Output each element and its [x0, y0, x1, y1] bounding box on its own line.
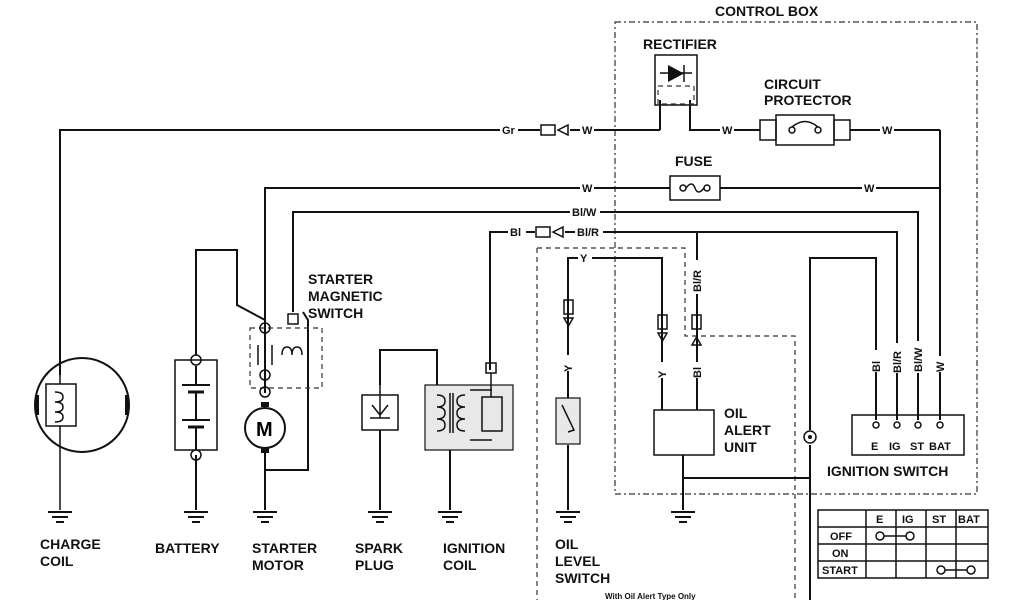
ignition-coil-label-1: IGNITION [443, 540, 505, 556]
footnote: With Oil Alert Type Only [605, 592, 696, 600]
wire-label-w: W [722, 125, 733, 137]
table-col-st: ST [932, 514, 946, 526]
circuit-protector-icon [759, 114, 851, 146]
vertical-wire-labels: Y Y Bl Bl/R Bl Bl/R Bl/W W [562, 260, 947, 378]
oil-alert-label-3: UNIT [724, 439, 757, 455]
wire-label-bl: Bl [510, 227, 521, 239]
control-box-title: CONTROL BOX [715, 3, 819, 19]
connector-icons [535, 123, 703, 346]
svg-text:Bl/W: Bl/W [913, 347, 925, 372]
starter-switch-label-1: STARTER [308, 271, 373, 287]
spark-plug-icon [361, 385, 399, 431]
svg-text:Y: Y [657, 370, 669, 378]
terminal-ig: IG [889, 441, 901, 453]
wire-bl [489, 231, 535, 370]
terminal-st: ST [910, 441, 924, 453]
spark-plug-label-2: PLUG [355, 557, 394, 573]
wire-label-w: W [582, 183, 593, 195]
table-col-bat: BAT [958, 514, 980, 526]
fuse-icon [669, 175, 721, 201]
starter-magnetic-switch-icon [249, 313, 323, 389]
spark-plug-label-1: SPARK [355, 540, 403, 556]
wire-battery-pos [195, 249, 266, 355]
battery-label: BATTERY [155, 540, 220, 556]
ignition-coil-icon [424, 362, 514, 451]
connector-e-icon [803, 430, 817, 444]
svg-text:Bl/R: Bl/R [692, 270, 704, 292]
wire-label-y: Y [580, 253, 588, 265]
charge-coil-label-2: COIL [40, 553, 74, 569]
terminal-bat: BAT [929, 441, 951, 453]
wire-w-fuse [264, 187, 670, 320]
wire-spark [379, 349, 438, 385]
wire-e [809, 257, 877, 430]
charge-coil-icon [34, 357, 130, 510]
ignition-coil-label-2: COIL [443, 557, 477, 573]
oil-alert-region [537, 247, 796, 600]
wire-label-gr: Gr [502, 125, 516, 137]
starter-motor-label-2: MOTOR [252, 557, 304, 573]
wire-y [567, 257, 663, 410]
rectifier-label: RECTIFIER [643, 36, 717, 52]
ground-icons [48, 511, 695, 523]
terminal-e: E [871, 441, 878, 453]
table-col-ig: IG [902, 514, 914, 526]
oil-level-switch-icon [555, 397, 581, 445]
ignition-switch-icon [851, 414, 965, 456]
ignition-switch-label: IGNITION SWITCH [827, 463, 948, 479]
switch-table [817, 509, 989, 579]
wire-label-w: W [882, 125, 893, 137]
svg-text:Bl/R: Bl/R [892, 351, 904, 373]
svg-text:Y: Y [563, 364, 575, 372]
svg-text:Bl: Bl [692, 367, 704, 378]
wire-blw [292, 211, 919, 420]
wire-gr [59, 129, 540, 375]
circuit-protector-label-1: CIRCUIT [764, 76, 821, 92]
circuit-protector-label-2: PROTECTOR [764, 92, 852, 108]
wire-label-blr: Bl/R [577, 227, 599, 239]
wire-label-w: W [582, 125, 593, 137]
motor-symbol: M [256, 419, 273, 441]
starter-switch-label-3: SWITCH [308, 305, 363, 321]
oil-level-label-3: SWITCH [555, 570, 610, 586]
oil-alert-label-2: ALERT [724, 422, 771, 438]
starter-motor-icon [244, 386, 286, 453]
svg-text:W: W [935, 361, 947, 372]
battery-icon [174, 354, 218, 461]
fuse-label: FUSE [675, 153, 712, 169]
wire-label-blw: Bl/W [572, 207, 597, 219]
wire-label-w: W [864, 183, 875, 195]
oil-level-label-1: OIL [555, 536, 579, 552]
table-row-off: OFF [830, 531, 852, 543]
oil-alert-unit-box [653, 409, 715, 456]
starter-motor-label-1: STARTER [252, 540, 317, 556]
charge-coil-label-1: CHARGE [40, 536, 101, 552]
table-row-on: ON [832, 548, 849, 560]
wire-rect-out [689, 100, 760, 131]
oil-level-label-2: LEVEL [555, 553, 601, 569]
table-col-e: E [876, 514, 883, 526]
table-row-start: START [822, 565, 858, 577]
oil-alert-label-1: OIL [724, 405, 748, 421]
starter-switch-label-2: MAGNETIC [308, 288, 383, 304]
svg-text:Bl: Bl [871, 361, 883, 372]
rectifier-icon [654, 54, 698, 106]
